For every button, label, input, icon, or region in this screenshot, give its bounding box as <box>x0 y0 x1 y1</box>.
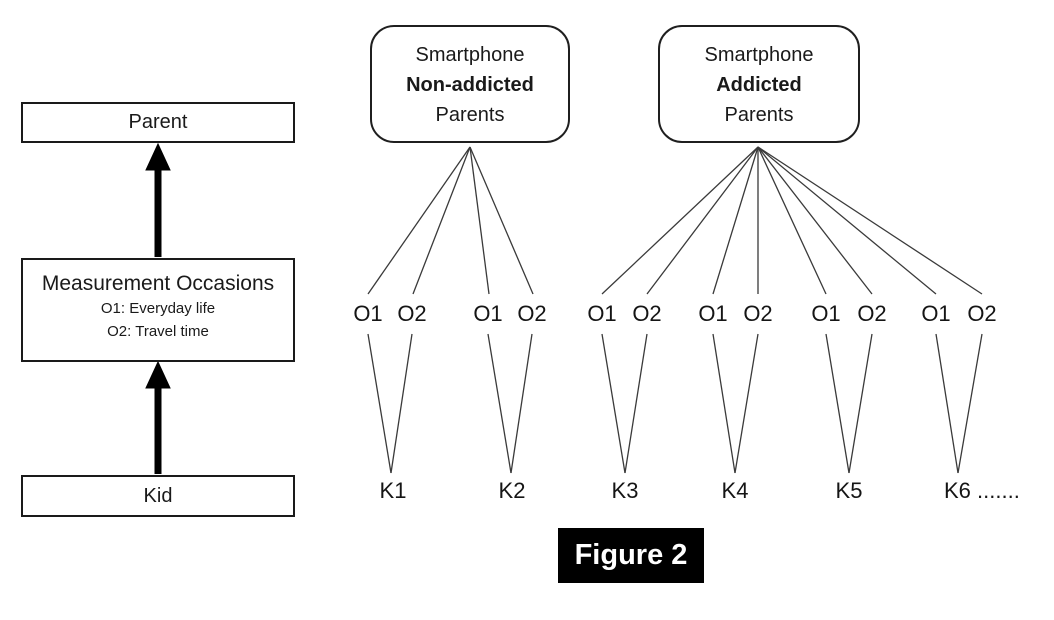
connector-line <box>848 333 873 474</box>
kid-label: K3 <box>611 478 639 503</box>
occasion-label-o2: O2 <box>857 301 887 326</box>
connector-line <box>412 146 471 295</box>
kid-label: K1 <box>379 478 407 503</box>
connector-line <box>510 333 533 474</box>
connector-line <box>712 333 736 474</box>
occasion-label-o2: O2 <box>397 301 427 326</box>
fan-lines-addicted <box>601 146 983 295</box>
kid-label: K2 <box>498 478 526 503</box>
measurement-occasions-box: Measurement Occasions O1: Everyday life … <box>21 258 295 362</box>
connector-line <box>825 333 850 474</box>
group-box-line: Parents <box>435 104 505 126</box>
occasion-label-o1: O1 <box>353 301 383 326</box>
occasion-label-o2: O2 <box>967 301 997 326</box>
connector-line <box>712 146 759 295</box>
occasion-label-o1: O1 <box>473 301 503 326</box>
occasion-label-o2: O2 <box>743 301 773 326</box>
connector-line <box>601 333 626 474</box>
kid-label: K5 <box>835 478 863 503</box>
kid-to-measurement-arrow <box>145 360 171 474</box>
connector-line <box>469 146 534 295</box>
occasion-label-o1: O1 <box>587 301 617 326</box>
arrow-head-icon <box>145 360 171 389</box>
parent-box-label: Parent <box>128 111 188 133</box>
occasion-label-o2: O2 <box>632 301 662 326</box>
parent-box: Parent <box>21 102 295 143</box>
measurement-box-line1: O1: Everyday life <box>100 300 216 317</box>
nonaddicted-parents-box: Smartphone Non-addicted Parents <box>370 25 570 143</box>
occasion-label-o1: O1 <box>698 301 728 326</box>
occasion-label-o2: O2 <box>517 301 547 326</box>
occasion-to-kid-lines <box>367 333 983 474</box>
connector-line <box>757 146 873 295</box>
kid-box: Kid <box>21 475 295 517</box>
fan-lines-nonaddicted <box>367 146 534 295</box>
measurement-box-title: Measurement Occasions <box>41 272 275 295</box>
group-box-line: Smartphone <box>704 44 814 66</box>
connector-line <box>734 333 759 474</box>
connector-line <box>935 333 959 474</box>
connector-line <box>390 333 413 474</box>
kid-label: K4 <box>721 478 749 503</box>
kid-label: K6 ....... <box>944 478 1020 503</box>
occasion-label-o1: O1 <box>811 301 841 326</box>
connector-line <box>624 333 648 474</box>
connector-line <box>757 146 983 295</box>
connector-line <box>601 146 759 295</box>
addicted-parents-box: Smartphone Addicted Parents <box>658 25 860 143</box>
kid-box-label: Kid <box>143 484 173 507</box>
connector-line <box>469 146 490 295</box>
measurement-to-parent-arrow <box>145 142 171 257</box>
connector-line <box>757 146 937 295</box>
connector-line <box>367 146 471 295</box>
connector-line <box>646 146 759 295</box>
connector-line <box>757 146 827 295</box>
figure-caption: Figure 2 <box>558 528 704 583</box>
group-box-line-bold: Addicted <box>716 74 802 96</box>
connector-line <box>957 333 983 474</box>
measurement-box-line2: O2: Travel time <box>107 323 209 340</box>
group-box-line-bold: Non-addicted <box>406 74 534 96</box>
arrow-head-icon <box>145 142 171 171</box>
group-box-line: Parents <box>724 104 794 126</box>
connector-line <box>367 333 392 474</box>
group-box-line: Smartphone <box>415 44 525 66</box>
figure-caption-text: Figure 2 <box>574 539 688 571</box>
connector-line <box>487 333 512 474</box>
occasion-label-o1: O1 <box>921 301 951 326</box>
